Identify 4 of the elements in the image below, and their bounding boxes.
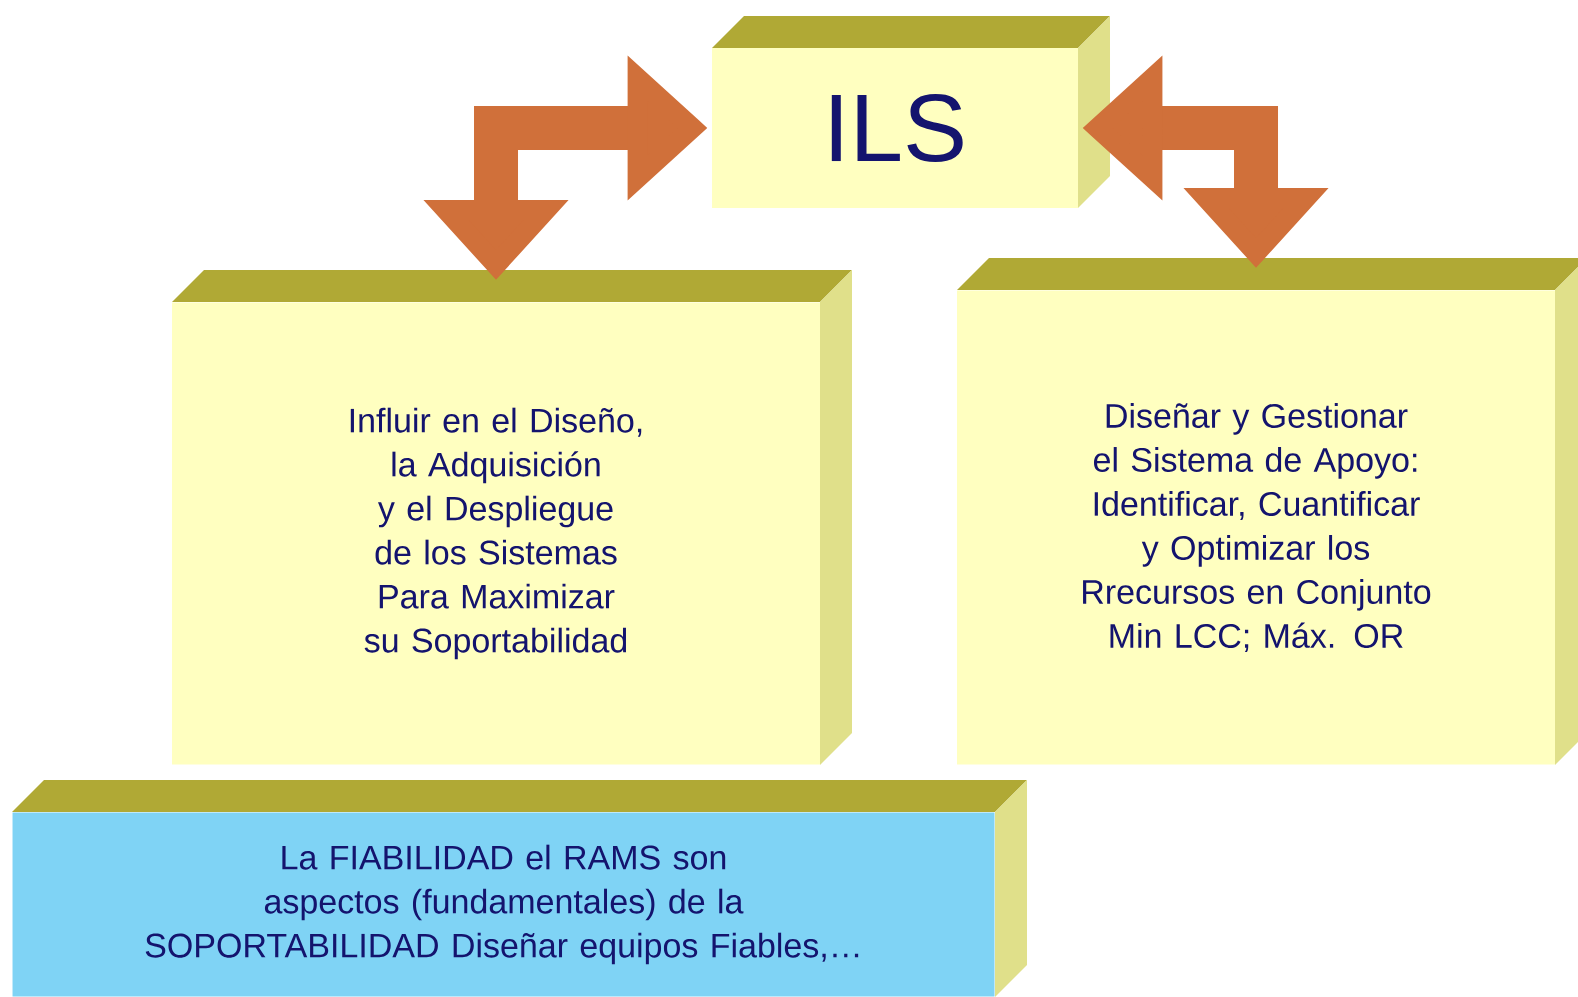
text-box: La FIABILIDAD el RAMS son aspectos (fundamentales) de la SOPORTABILIDAD Diseñar equipos Fiables,… (12, 780, 1027, 997)
title-box: ILS (712, 16, 1110, 208)
text-box: Diseñar y Gestionar el Sistema de Apoyo: Identificar, Cuantificar y Optimizar los Rrecursos en Conjunto Min LCC; Máx. OR (957, 258, 1578, 765)
text-box: Influir en el Diseño, la Adquisición y el Despliegue de los Sistemas Para Maximizar su Soportabilidad (172, 270, 852, 765)
